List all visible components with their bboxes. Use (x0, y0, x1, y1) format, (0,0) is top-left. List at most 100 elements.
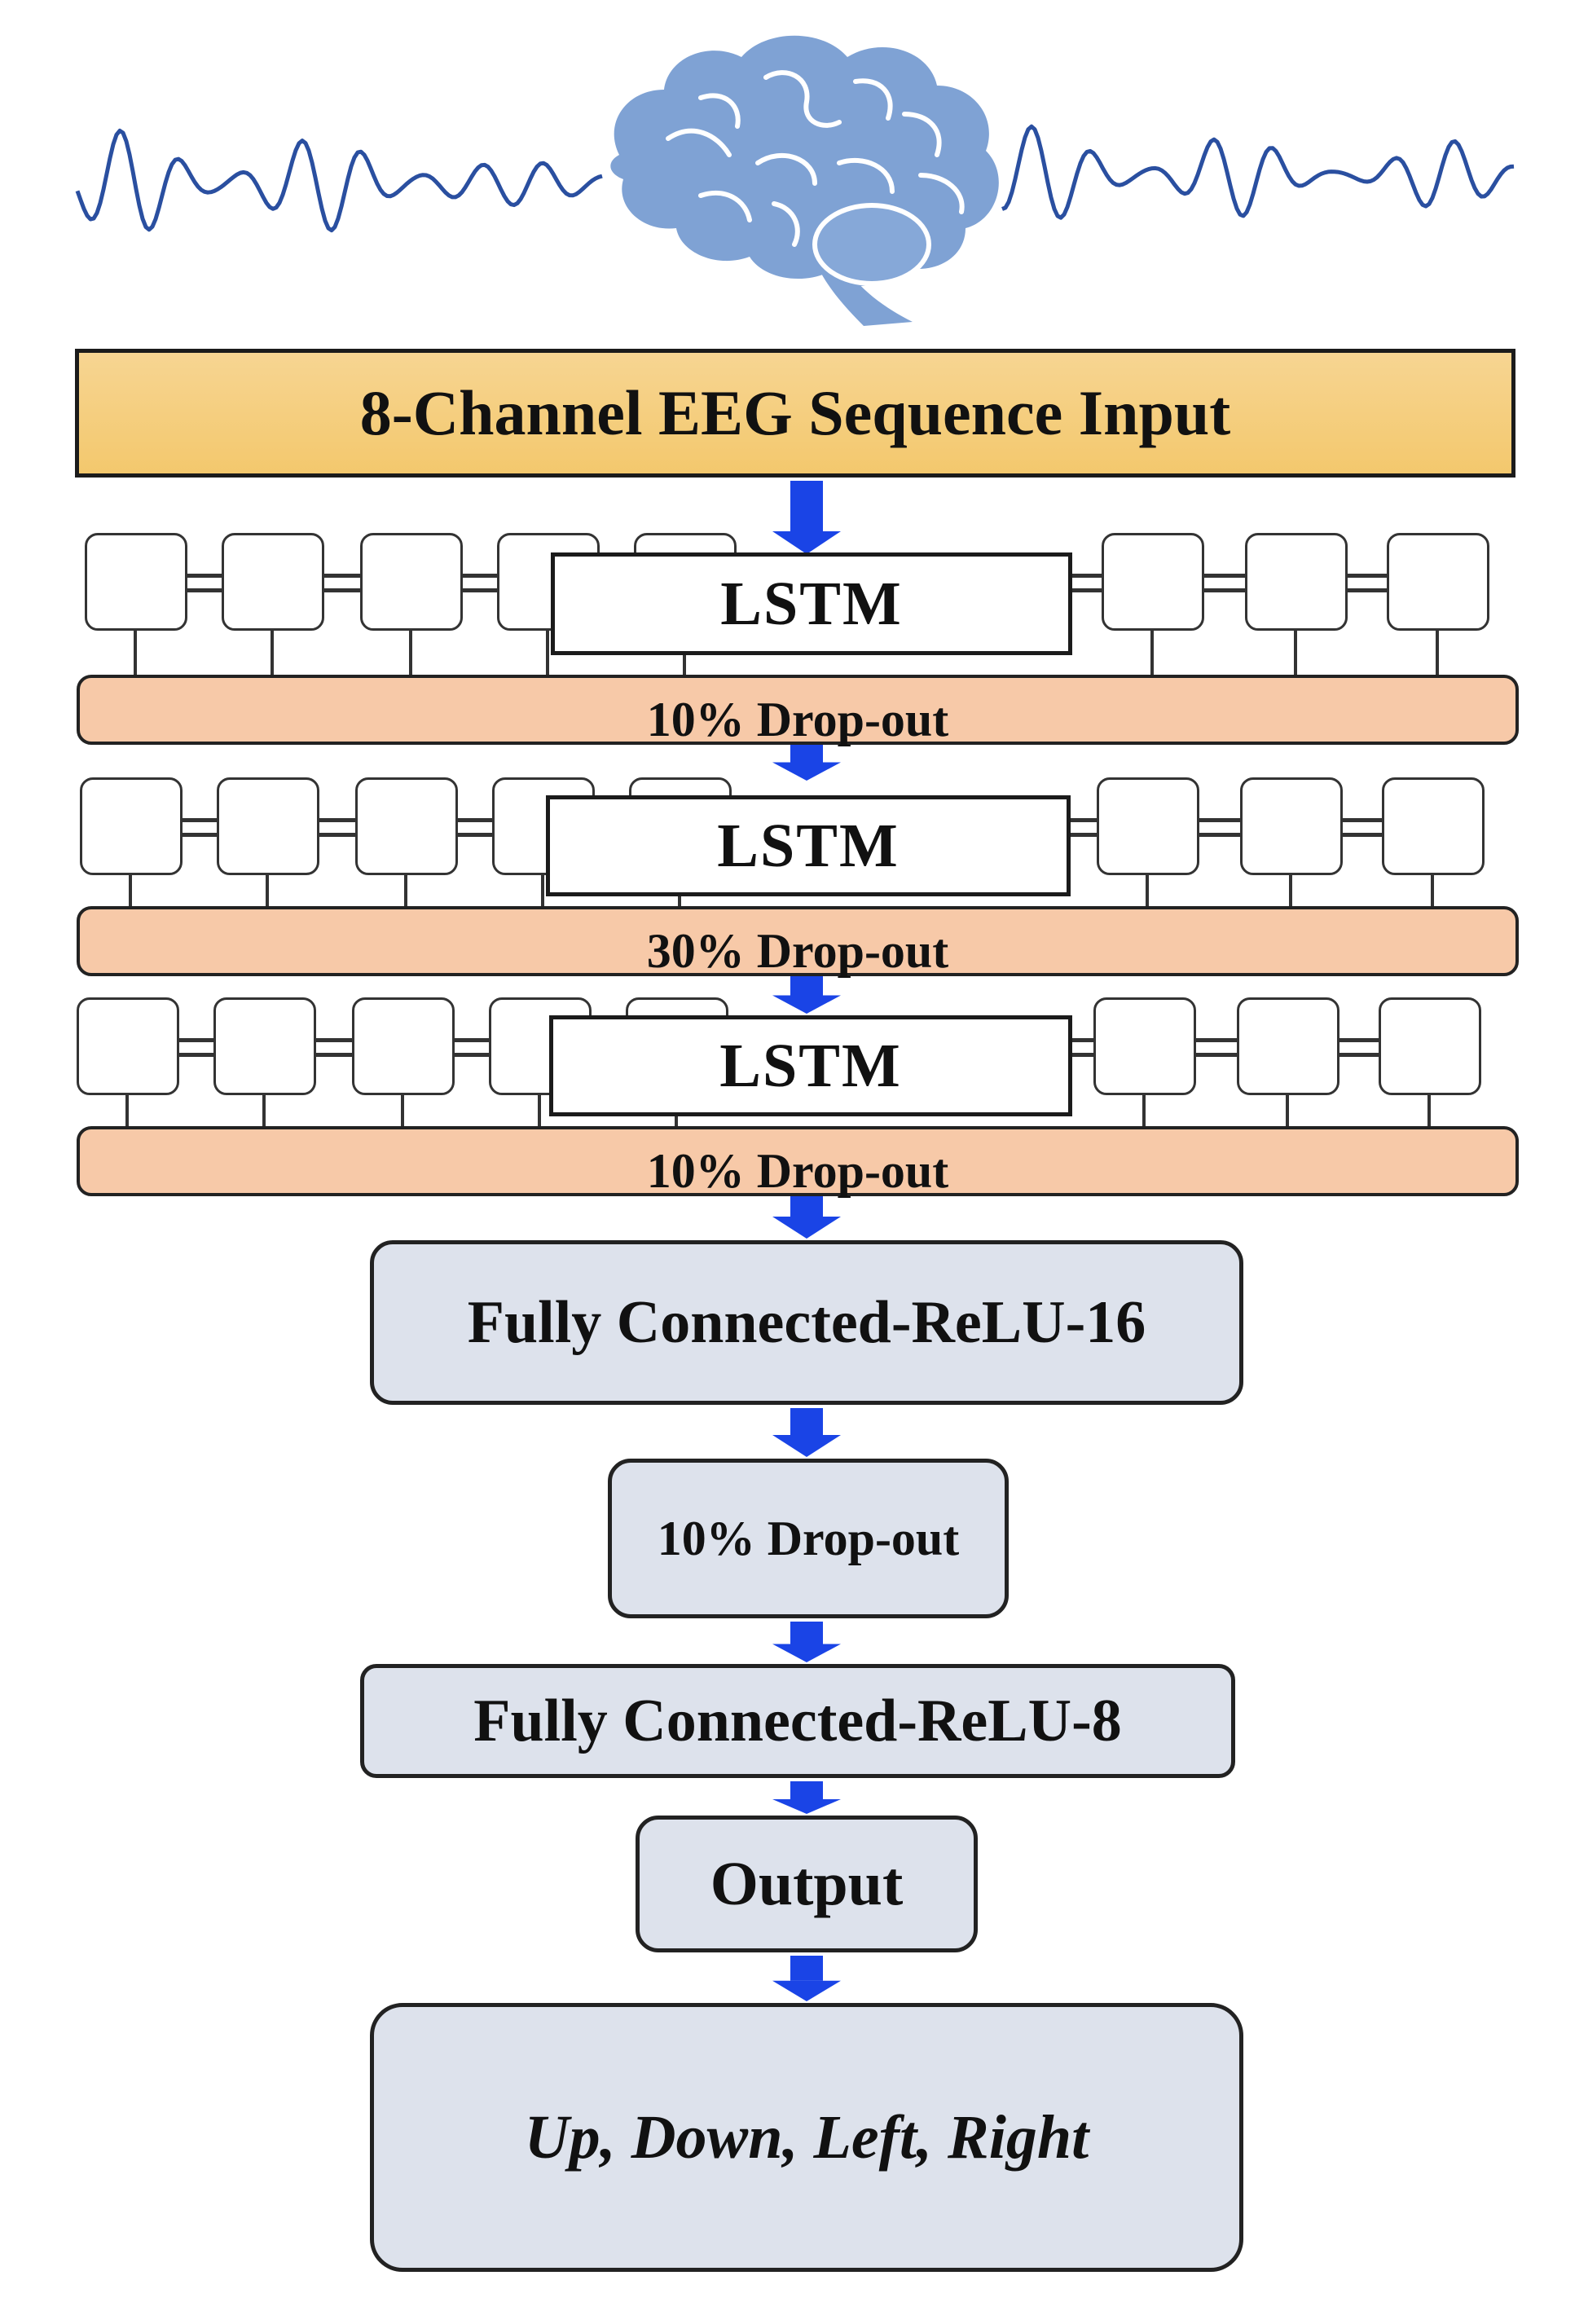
lstm-cell (360, 533, 463, 631)
lstm-cell (1097, 777, 1199, 875)
cell-connector (546, 631, 549, 680)
lstm-block-2: 30% Drop-out LSTM (0, 766, 1588, 978)
cell-connector (1436, 631, 1439, 680)
cell-connector (271, 631, 274, 680)
cell-link (183, 818, 217, 822)
cell-connector (1146, 875, 1149, 924)
dropout-band-3: 10% Drop-out (77, 1126, 1519, 1198)
cell-link (187, 588, 222, 592)
cell-connector (134, 631, 137, 680)
fc-relu-16-box: Fully Connected-ReLU-16 (370, 1240, 1243, 1405)
dropout-box-4: 10% Drop-out (608, 1459, 1009, 1618)
lstm-cell (1245, 533, 1348, 631)
cell-link (458, 833, 492, 837)
lstm-cell (80, 777, 183, 875)
cell-connector (1294, 631, 1297, 680)
down-arrow-icon (772, 1408, 841, 1457)
cell-connector (401, 1095, 404, 1144)
cell-connector (266, 875, 269, 924)
output-label: Output (710, 1849, 904, 1918)
dropout-label-2: 30% Drop-out (646, 923, 949, 978)
cell-link (458, 818, 492, 822)
fc-relu-16-label: Fully Connected-ReLU-16 (467, 1288, 1146, 1356)
cell-link (179, 1038, 213, 1042)
cell-connector (675, 1095, 678, 1144)
cell-link (319, 818, 355, 822)
cell-connector (1431, 875, 1434, 924)
cell-connector (541, 875, 544, 924)
dropout-label-4: 10% Drop-out (657, 1511, 960, 1565)
lstm-cell (77, 997, 179, 1095)
eeg-wave-icon (1001, 124, 1515, 220)
cell-link (1348, 574, 1387, 578)
fc-relu-8-label: Fully Connected-ReLU-8 (473, 1687, 1122, 1754)
down-arrow-icon (772, 1956, 841, 2001)
lstm-cell (217, 777, 319, 875)
lstm-cell (1102, 533, 1204, 631)
cell-link (463, 574, 497, 578)
lstm-label-2: LSTM (717, 811, 900, 880)
cell-link (1343, 833, 1382, 837)
classes-label: Up, Down, Left, Right (524, 2102, 1089, 2172)
dropout-band-1: 10% Drop-out (77, 675, 1519, 746)
cell-link (1196, 1038, 1237, 1042)
lstm-label-3: LSTM (719, 1031, 902, 1100)
lstm-block-3: 10% Drop-out LSTM (0, 986, 1588, 1198)
lstm-block-1: 10% Drop-out LSTM (0, 522, 1588, 750)
brain-icon (610, 35, 999, 326)
cell-connector (538, 1095, 541, 1144)
cell-link (463, 588, 497, 592)
classes-box: Up, Down, Left, Right (370, 2003, 1243, 2272)
down-arrow-icon (772, 1781, 841, 1814)
cell-link (316, 1053, 352, 1057)
dropout-band-2: 30% Drop-out (77, 906, 1519, 978)
cell-connector (129, 875, 132, 924)
cell-link (324, 588, 360, 592)
down-arrow-icon (772, 1622, 841, 1662)
cell-connector (125, 1095, 129, 1144)
cell-link (1348, 588, 1387, 592)
cell-connector (404, 875, 407, 924)
lstm-cell (222, 533, 324, 631)
cell-link (1199, 818, 1240, 822)
dropout-label-3: 10% Drop-out (646, 1143, 949, 1198)
lstm-cell (1093, 997, 1196, 1095)
cell-connector (1150, 631, 1154, 680)
cell-link (187, 574, 222, 578)
cell-connector (409, 631, 412, 680)
eeg-wave-icon (75, 128, 603, 233)
lstm-cell (1387, 533, 1489, 631)
cell-link (455, 1038, 489, 1042)
cell-link (316, 1038, 352, 1042)
cell-connector (1142, 1095, 1146, 1144)
lstm-cell (355, 777, 458, 875)
cell-link (1199, 833, 1240, 837)
lstm-cell (1379, 997, 1481, 1095)
input-layer-box: 8-Channel EEG Sequence Input (75, 349, 1515, 478)
cell-connector (683, 631, 686, 680)
cell-link (324, 574, 360, 578)
cell-link (179, 1053, 213, 1057)
lstm-cell (1382, 777, 1485, 875)
cell-link (1343, 818, 1382, 822)
cell-connector (1289, 875, 1292, 924)
cell-link (455, 1053, 489, 1057)
dropout-label-1: 10% Drop-out (646, 692, 949, 746)
cell-link (1204, 574, 1245, 578)
lstm-cell (1237, 997, 1339, 1095)
lstm-label-box-1: LSTM (551, 552, 1072, 655)
lstm-label-box-2: LSTM (546, 795, 1071, 896)
lstm-cell (85, 533, 187, 631)
cell-connector (262, 1095, 266, 1144)
output-box: Output (636, 1816, 978, 1952)
cell-connector (1286, 1095, 1289, 1144)
cell-link (1339, 1053, 1379, 1057)
eeg-header-illustration (75, 35, 1515, 326)
input-layer-label: 8-Channel EEG Sequence Input (359, 377, 1231, 448)
cell-connector (1427, 1095, 1431, 1144)
lstm-cell (1240, 777, 1343, 875)
lstm-cell (352, 997, 455, 1095)
lstm-cell (213, 997, 316, 1095)
cell-link (183, 833, 217, 837)
lstm-label-box-3: LSTM (549, 1015, 1072, 1116)
